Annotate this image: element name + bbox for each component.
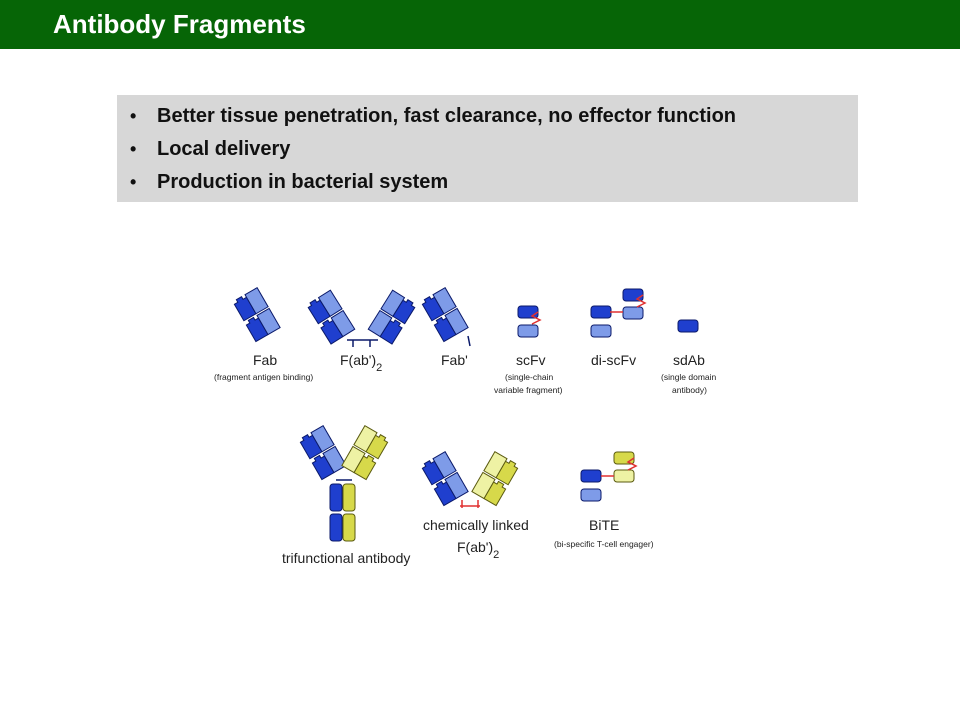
bullet-list: • Better tissue penetration, fast clearan… [117, 104, 736, 203]
chem-fab2-shape [421, 452, 519, 508]
chem-subscript: 2 [493, 549, 499, 561]
fab2-subscript: 2 [376, 362, 382, 374]
sdab-label: sdAb [673, 352, 705, 368]
fab-sublabel: (fragment antigen binding) [214, 372, 313, 382]
bullet-text: Production in bacterial system [157, 171, 449, 193]
bullet-box: • Better tissue penetration, fast clearan… [117, 95, 858, 202]
fab-shape [233, 288, 280, 342]
chem-label2: F(ab')2 [457, 539, 499, 561]
discfv-label: di-scFv [591, 352, 636, 368]
trifunctional-shape [299, 426, 389, 542]
scfv-label: scFv [516, 352, 546, 368]
bite-sublabel: (bi-specific T-cell engager) [554, 539, 654, 549]
bullet-dot-icon: • [130, 106, 137, 126]
bullet-item: • Production in bacterial system [117, 170, 736, 203]
sdab-sublabel1: (single domain [661, 372, 717, 382]
scfv-sublabel1: (single-chain [505, 372, 553, 382]
fabprime-label: Fab' [441, 352, 468, 368]
trifunctional-label: trifunctional antibody [282, 550, 410, 566]
title-bar: Antibody Fragments [0, 0, 960, 49]
bullet-item: • Local delivery [117, 137, 736, 170]
page-title: Antibody Fragments [53, 9, 306, 39]
sdab-shape [677, 319, 699, 333]
bullet-text: Better tissue penetration, fast clearanc… [157, 105, 737, 127]
bullet-dot-icon: • [130, 172, 137, 192]
scfv-sublabel2: variable fragment) [494, 385, 563, 395]
bite-label: BiTE [589, 517, 619, 533]
chem-label2-text: F(ab') [457, 539, 493, 555]
fab2-shape [307, 290, 417, 347]
fab2-label-text: F(ab') [340, 352, 376, 368]
scfv-shape [517, 305, 542, 338]
fab2-label: F(ab')2 [340, 352, 382, 374]
bite-shape [580, 451, 638, 502]
bullet-text: Local delivery [157, 138, 291, 160]
chem-label1: chemically linked [423, 517, 529, 533]
bullet-dot-icon: • [130, 139, 137, 159]
sdab-sublabel2: antibody) [672, 385, 707, 395]
fabprime-shape [421, 288, 471, 347]
bullet-item: • Better tissue penetration, fast clearan… [117, 104, 736, 137]
discfv-shape [590, 288, 647, 338]
fab-label: Fab [253, 352, 277, 368]
